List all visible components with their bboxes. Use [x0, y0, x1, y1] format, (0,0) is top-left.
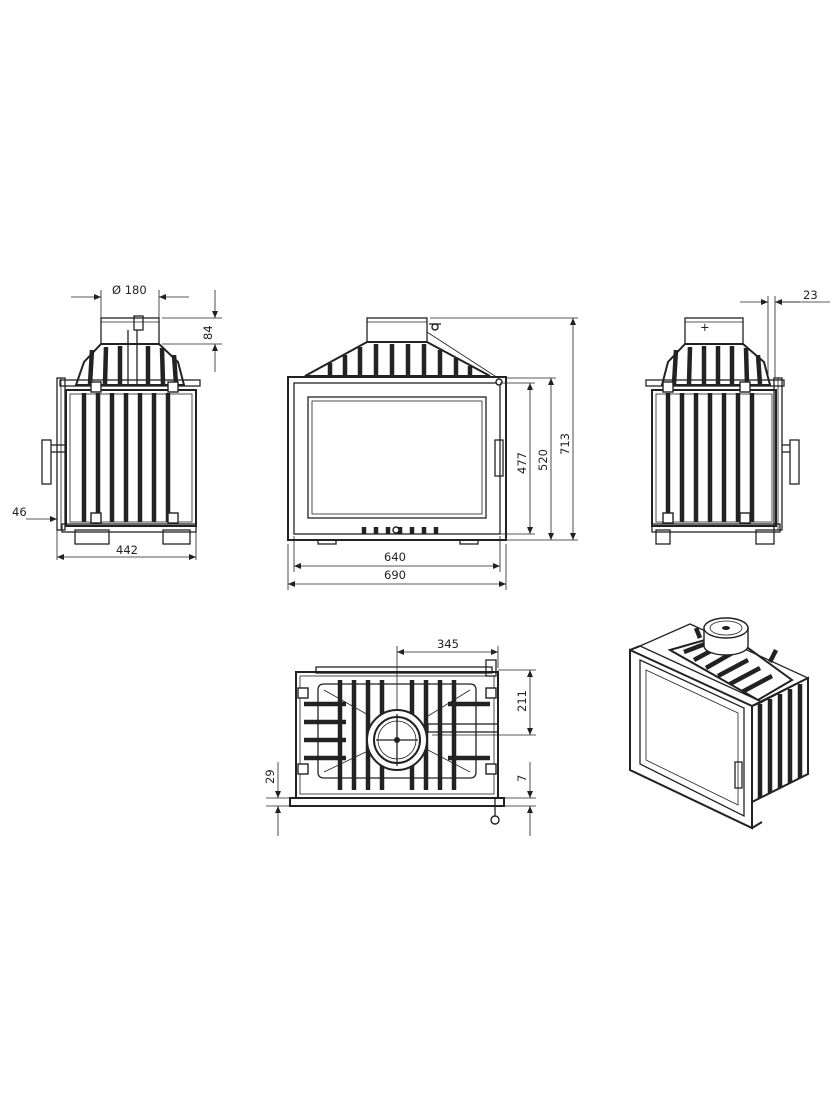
body-ribs-left: [81, 393, 171, 522]
isometric-view: [629, 617, 810, 830]
dim-top-front: 29: [263, 769, 277, 784]
dim-top-depth: 211: [515, 690, 529, 712]
dim-glass-width: 640: [384, 550, 406, 564]
iso-body-ribs: [757, 684, 803, 798]
hood-ribs-right: [671, 346, 763, 385]
hood-ribs-front: [327, 344, 473, 375]
dim-flue-center: 345: [437, 637, 459, 651]
hood-ribs-left: [87, 346, 179, 385]
dim-total-width: 690: [384, 568, 406, 582]
body-ribs-right: [665, 393, 755, 522]
side-view-right: +: [645, 288, 830, 545]
dim-total-height: 713: [558, 433, 572, 455]
side-view-left: Ø 180 84 46 442: [12, 283, 222, 560]
dim-depth: 442: [116, 543, 138, 557]
dim-side-offset: 46: [12, 505, 27, 519]
dim-door-height: 520: [536, 449, 550, 471]
dim-flue-diameter: Ø 180: [112, 283, 147, 297]
front-view: 477 520 713 640 690: [287, 317, 578, 590]
dim-glass-height: 477: [515, 452, 529, 474]
top-view: 345 211 7 29: [263, 637, 536, 836]
svg-text:+: +: [700, 320, 710, 334]
dim-flue-height: 84: [201, 325, 215, 340]
air-slides: [361, 526, 439, 534]
dim-right-offset: 23: [803, 288, 818, 302]
dim-top-step: 7: [515, 775, 529, 782]
